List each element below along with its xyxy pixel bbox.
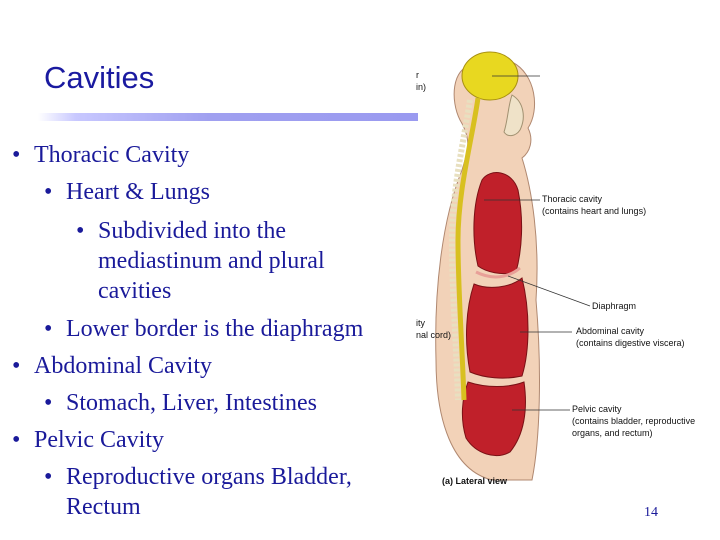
pelvic-sublabel: (contains bladder, reproductive — [572, 416, 695, 426]
thoracic-cavity-shape — [473, 172, 523, 275]
bullet-lower-border: • Lower border is the diaphragm — [44, 314, 364, 344]
diaphragm-label: Diaphragm — [592, 301, 636, 311]
bullet-dot: • — [76, 218, 85, 244]
slide-title: Cavities — [44, 60, 155, 95]
bullet-text: Subdivided into the mediastinum and plur… — [98, 218, 325, 304]
bullet-text: Pelvic Cavity — [34, 427, 164, 453]
abdominal-sublabel: (contains digestive viscera) — [576, 338, 685, 348]
bullet-dot: • — [44, 464, 53, 490]
bullet-text: Reproductive organs Bladder, Rectum — [66, 464, 352, 520]
bullet-abdominal: • Abdominal Cavity — [12, 351, 212, 381]
pelvic-sublabel: organs, and rectum) — [572, 428, 653, 438]
spinal-cord-shape — [455, 97, 481, 401]
cut-label: ity — [416, 318, 426, 328]
abdominal-label: Abdominal cavity — [576, 326, 645, 336]
bullet-dot: • — [12, 142, 21, 168]
bullet-dot: • — [44, 316, 53, 342]
bullet-text: Heart & Lungs — [66, 179, 210, 205]
bullet-heart-lungs: • Heart & Lungs — [44, 177, 210, 207]
bullet-text: Abdominal Cavity — [34, 353, 212, 379]
figure-caption: (a) Lateral view — [442, 476, 508, 486]
bullet-thoracic: • Thoracic Cavity — [12, 140, 190, 170]
cut-label: r — [416, 70, 419, 80]
page-number: 14 — [644, 505, 658, 520]
cut-label: in) — [416, 82, 426, 92]
bullet-text: Stomach, Liver, Intestines — [66, 390, 317, 416]
bullet-dot: • — [44, 390, 53, 416]
diaphragm-shape — [475, 266, 521, 279]
cut-label: nal cord) — [416, 330, 451, 340]
abdominal-cavity-shape — [466, 277, 529, 379]
skull-face-shape — [503, 94, 524, 137]
bullet-dot: • — [44, 179, 53, 205]
bullet-dot: • — [12, 427, 21, 453]
bullet-text: Thoracic Cavity — [34, 142, 190, 168]
thoracic-label: Thoracic cavity — [542, 194, 603, 204]
vertebral-column-shape — [448, 99, 473, 401]
leader-line — [507, 275, 591, 307]
title-underline — [38, 113, 418, 121]
bullet-reproductive: • Reproductive organs Bladder, Rectum — [44, 462, 411, 522]
bullet-dot: • — [12, 353, 21, 379]
thoracic-sublabel: (contains heart and lungs) — [542, 206, 646, 216]
pelvic-label: Pelvic cavity — [572, 404, 622, 414]
bullet-pelvic: • Pelvic Cavity — [12, 425, 164, 455]
body-cavities-figure: r in) Thoracic cavity (contains heart an… — [416, 51, 695, 486]
bullet-subdivided: • Subdivided into the mediastinum and pl… — [76, 216, 378, 306]
bullet-stomach: • Stomach, Liver, Intestines — [44, 388, 317, 418]
bullet-text: Lower border is the diaphragm — [66, 316, 364, 342]
pelvic-cavity-shape — [461, 381, 526, 456]
